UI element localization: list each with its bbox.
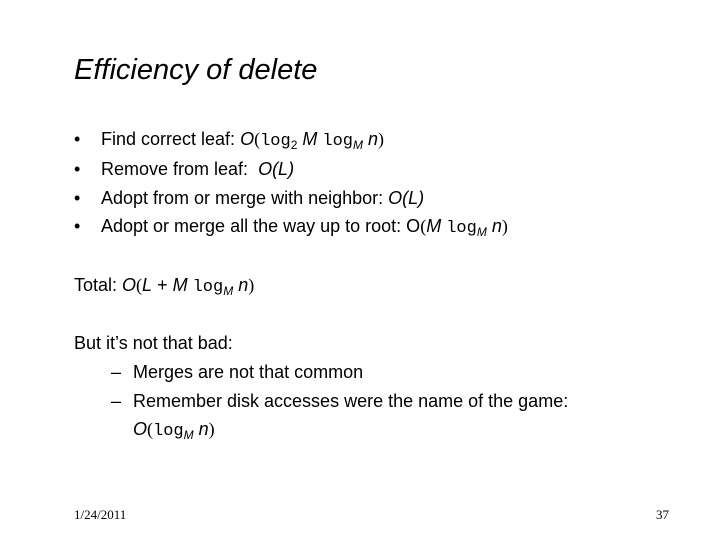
bullet-text: Adopt from or merge with neighbor: O(L)	[101, 187, 424, 209]
footer-date: 1/24/2011	[74, 507, 127, 522]
bullet-marker: •	[74, 188, 81, 208]
paren-close: )	[378, 129, 385, 149]
big-o: O	[122, 275, 137, 295]
big-o: O	[133, 419, 148, 439]
log-base: M	[353, 138, 364, 152]
var-m: M	[302, 129, 318, 149]
sub-item-continuation: O(logM n)	[133, 418, 215, 443]
log-base: M	[476, 225, 487, 239]
log-token: log	[322, 132, 354, 151]
log-base: 2	[290, 138, 298, 152]
bullet-text: Remove from leaf: O(L)	[101, 158, 294, 180]
page-number: 37	[656, 507, 669, 522]
paren-open: (	[147, 419, 154, 439]
var-m: M	[426, 216, 442, 236]
total-label: Total:	[74, 275, 123, 295]
sub-item-text: Remember disk accesses were the name of …	[133, 391, 569, 411]
paren-open: (	[420, 216, 427, 236]
log-base: M	[223, 284, 234, 298]
bullet-label: Find correct leaf:	[101, 129, 241, 149]
total-line: Total: O(L + M logM n)	[74, 274, 254, 299]
log-token: log	[192, 278, 224, 297]
sub-item-text: Merges are not that common	[133, 362, 364, 382]
bullet-label: Adopt or merge all the way up to root:	[101, 216, 407, 236]
var-m: M	[172, 275, 188, 295]
paren-close: )	[501, 216, 508, 236]
complexity-expr: O(L)	[258, 159, 295, 179]
log-token: log	[260, 132, 291, 151]
slide-title: Efficiency of delete	[74, 54, 318, 86]
var-l: L	[142, 275, 153, 295]
bullet-marker: •	[74, 216, 81, 236]
bullet-marker: •	[74, 159, 81, 179]
plus-sign: +	[152, 275, 173, 295]
log-token: log	[153, 422, 184, 441]
bullet-text: Adopt or merge all the way up to root: O…	[101, 215, 508, 240]
bullet-label: Adopt from or merge with neighbor:	[101, 188, 389, 208]
dash-marker: –	[111, 391, 122, 411]
intro-text: But it’s not that bad:	[74, 333, 233, 353]
paren-open: (	[254, 129, 261, 149]
paren-close: )	[208, 419, 215, 439]
bullet-marker: •	[74, 129, 81, 149]
var-n: n	[368, 129, 379, 149]
var-n: n	[491, 216, 502, 236]
log-token: log	[446, 219, 477, 238]
paren-open: (	[136, 275, 143, 295]
bullet-text: Find correct leaf: O(log2 M logM n)	[101, 128, 384, 153]
big-o: O	[406, 216, 421, 236]
var-n: n	[238, 275, 249, 295]
dash-marker: –	[111, 362, 122, 382]
paren-close: )	[248, 275, 255, 295]
log-base: M	[183, 428, 194, 442]
var-n: n	[198, 419, 209, 439]
big-o: O	[240, 129, 255, 149]
complexity-expr: O(L)	[388, 188, 425, 208]
bullet-label: Remove from leaf:	[101, 159, 259, 179]
